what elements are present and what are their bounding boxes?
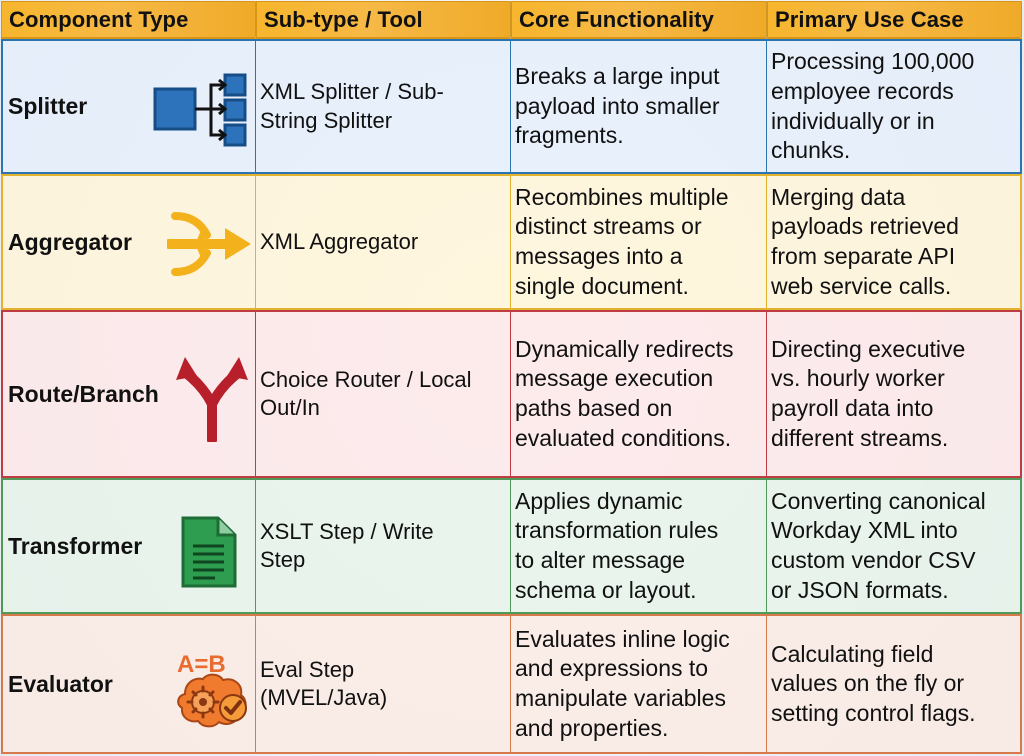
subtype-cell: XML Aggregator — [256, 174, 511, 310]
primary-use-case-cell: Directing executive vs. hourly worker pa… — [767, 310, 1022, 478]
component-type-cell: Evaluator A=B — [1, 614, 256, 754]
core-functionality-cell: Breaks a large input payload into smalle… — [511, 39, 767, 174]
primary-use-case-text: Directing executive vs. hourly worker pa… — [771, 335, 966, 451]
component-type-cell: Route/Branch — [1, 310, 256, 478]
subtype-cell: XML Splitter / Sub- String Splitter — [256, 39, 511, 174]
split-icon — [153, 69, 253, 149]
core-functionality-text: Applies dynamic transformation rules to … — [515, 487, 719, 603]
subtype-text: XML Aggregator — [260, 228, 419, 254]
primary-use-case-text: Calculating field values on the fly or s… — [771, 640, 976, 726]
core-functionality-cell: Evaluates inline logic and expressions t… — [511, 614, 767, 754]
subtype-cell: Eval Step (MVEL/Java) — [256, 614, 511, 754]
primary-use-case-text: Merging data payloads retrieved from sep… — [771, 183, 959, 299]
component-type-label: Transformer — [8, 532, 143, 559]
core-functionality-cell: Dynamically redirects message execution … — [511, 310, 767, 478]
primary-use-case-text: Converting canonical Workday XML into cu… — [771, 487, 986, 603]
header-core-functionality: Core Functionality — [511, 1, 767, 39]
branch-arrow-icon — [175, 356, 249, 442]
subtype-text: XML Splitter / Sub- String Splitter — [260, 79, 444, 133]
primary-use-case-cell: Calculating field values on the fly or s… — [767, 614, 1022, 754]
header-primary-use-case: Primary Use Case — [767, 1, 1022, 39]
primary-use-case-cell: Processing 100,000 employee records indi… — [767, 39, 1022, 174]
header-subtype-tool: Sub-type / Tool — [256, 1, 511, 39]
subtype-text: Choice Router / Local Out/In — [260, 366, 472, 420]
primary-use-case-cell: Converting canonical Workday XML into cu… — [767, 478, 1022, 614]
core-functionality-cell: Recombines multiple distinct streams or … — [511, 174, 767, 310]
subtype-text: Eval Step (MVEL/Java) — [260, 656, 388, 710]
component-type-label: Aggregator — [8, 228, 132, 255]
subtype-text: XSLT Step / Write Step — [260, 518, 434, 572]
brain-gear-icon: A=B — [169, 646, 255, 730]
component-type-cell: Splitter — [1, 39, 256, 174]
document-icon — [179, 516, 239, 588]
component-type-label: Route/Branch — [8, 380, 159, 407]
core-functionality-text: Dynamically redirects message execution … — [515, 335, 734, 451]
component-type-cell: Transformer — [1, 478, 256, 614]
primary-use-case-text: Processing 100,000 employee records indi… — [771, 48, 975, 164]
evaluator-icon-text: A=B — [177, 651, 226, 678]
merge-arrows-icon — [167, 204, 253, 284]
core-functionality-cell: Applies dynamic transformation rules to … — [511, 478, 767, 614]
subtype-cell: Choice Router / Local Out/In — [256, 310, 511, 478]
header-component-type: Component Type — [1, 1, 256, 39]
subtype-cell: XSLT Step / Write Step — [256, 478, 511, 614]
component-type-label: Evaluator — [8, 670, 113, 697]
core-functionality-text: Recombines multiple distinct streams or … — [515, 183, 729, 299]
core-functionality-text: Breaks a large input payload into smalle… — [515, 63, 720, 149]
component-type-label: Splitter — [8, 93, 88, 119]
core-functionality-text: Evaluates inline logic and expressions t… — [515, 625, 730, 741]
primary-use-case-cell: Merging data payloads retrieved from sep… — [767, 174, 1022, 310]
component-type-cell: Aggregator — [1, 174, 256, 310]
